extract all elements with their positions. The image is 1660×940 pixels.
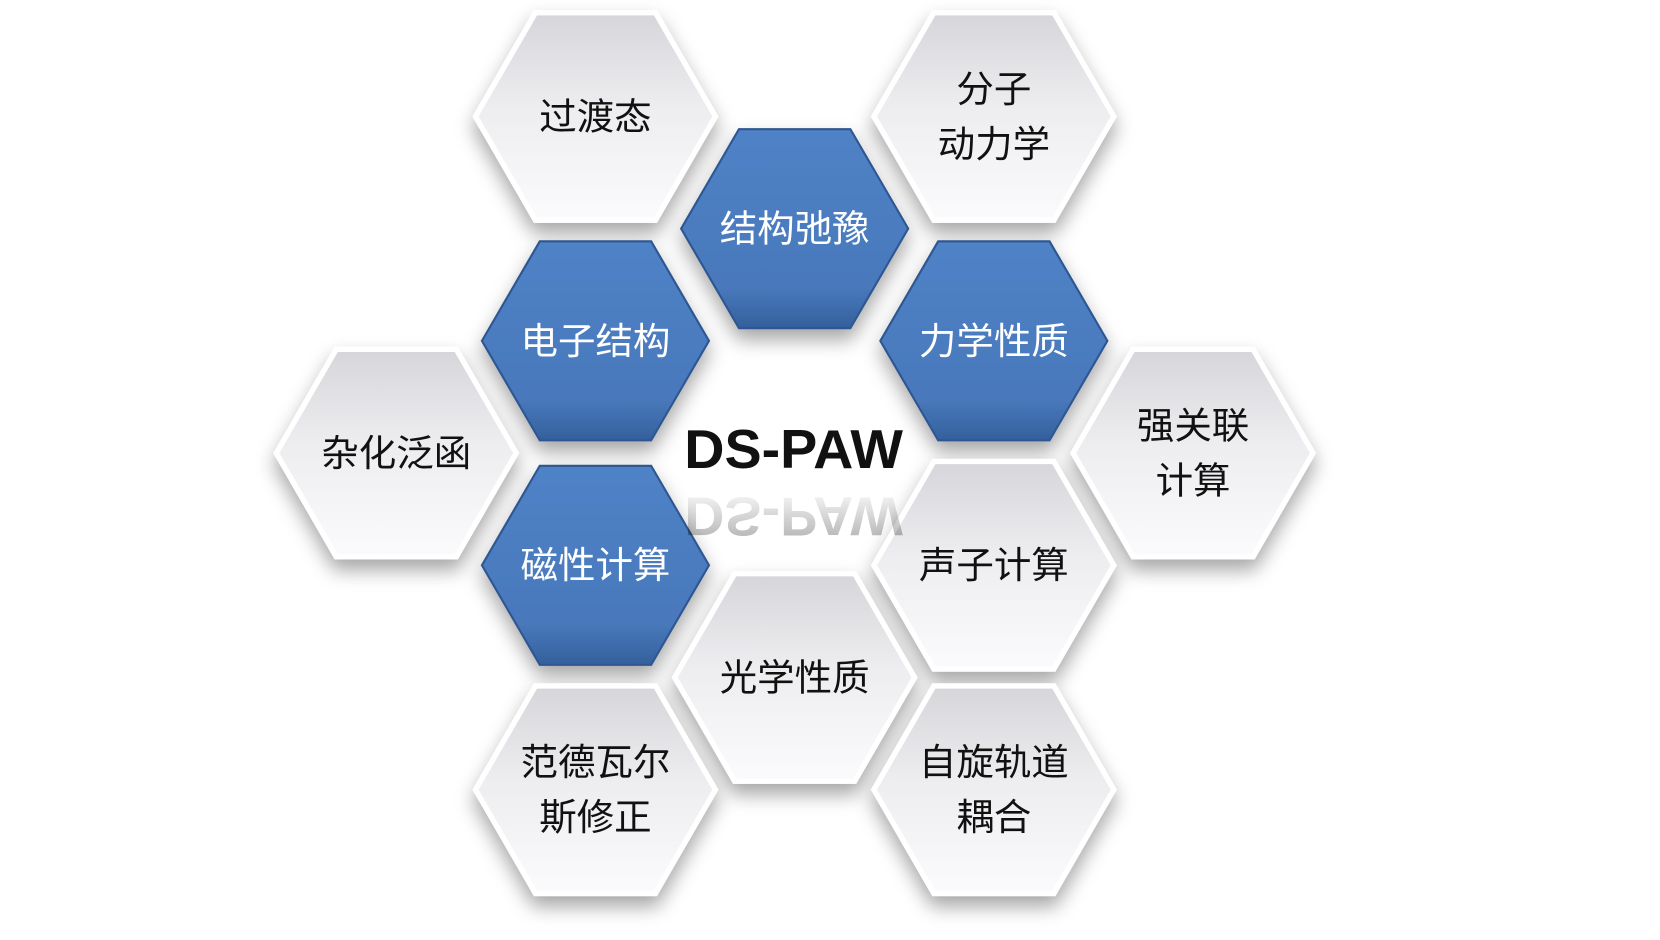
- hexagon-hybrid-functional: 杂化泛函: [273, 346, 520, 560]
- hexagon-shape: [870, 683, 1117, 897]
- hexagon-shape: [679, 128, 910, 330]
- hexagon-label: 过渡态: [539, 95, 651, 139]
- hexagon-label: 结构弛豫: [720, 207, 870, 251]
- hexagon-transition-state: 过渡态: [472, 10, 719, 223]
- hexagon-label: 磁性计算: [521, 543, 671, 587]
- hexagon-shape: [472, 683, 719, 897]
- hexagon-phonon-calculation: 声子计算: [870, 458, 1117, 672]
- hexagon-label: 力学性质: [919, 319, 1069, 363]
- hexagon-shape: [273, 346, 520, 560]
- title-reflection: DS-PAW: [684, 486, 903, 548]
- hexagon-label: 电子结构: [521, 319, 671, 363]
- hexagon-structure-relaxation: 结构弛豫: [679, 128, 910, 330]
- hexagon-shape: [879, 240, 1109, 442]
- hexagon-mechanical-properties: 力学性质: [879, 240, 1109, 442]
- hexagon-shape: [870, 10, 1117, 223]
- hexagon-shape: [480, 240, 711, 442]
- hexagon-magnetic-calculation: 磁性计算: [480, 464, 711, 666]
- hexagon-label: 声子计算: [919, 543, 1069, 587]
- title-text: DS-PAW: [684, 418, 903, 480]
- hexagon-optical-properties: 光学性质: [671, 571, 918, 784]
- hexagon-shape: [472, 10, 719, 223]
- hexagon-label: 自旋轨道: [919, 740, 1069, 784]
- hexagon-shape: [870, 458, 1117, 672]
- center-title: DS-PAW DS-PAW: [684, 418, 903, 547]
- hexagon-label: 计算: [1156, 459, 1231, 503]
- hexagon-shape: [1070, 346, 1317, 560]
- hexagon-label: 动力学: [938, 122, 1050, 166]
- hexagon-shape: [480, 464, 711, 666]
- hexagon-electronic-structure: 电子结构: [480, 240, 711, 442]
- hexagon-label: 分子: [956, 67, 1031, 111]
- hexagon-label: 范德瓦尔: [521, 740, 671, 784]
- hexagon-label: 斯修正: [539, 795, 651, 839]
- hexagon-label: 强关联: [1137, 404, 1249, 448]
- hexagon-label: 光学性质: [720, 656, 870, 700]
- hexagon-label: 耦合: [956, 795, 1031, 839]
- hexagon-shape: [671, 571, 918, 784]
- hexagon-label: 杂化泛函: [321, 431, 471, 475]
